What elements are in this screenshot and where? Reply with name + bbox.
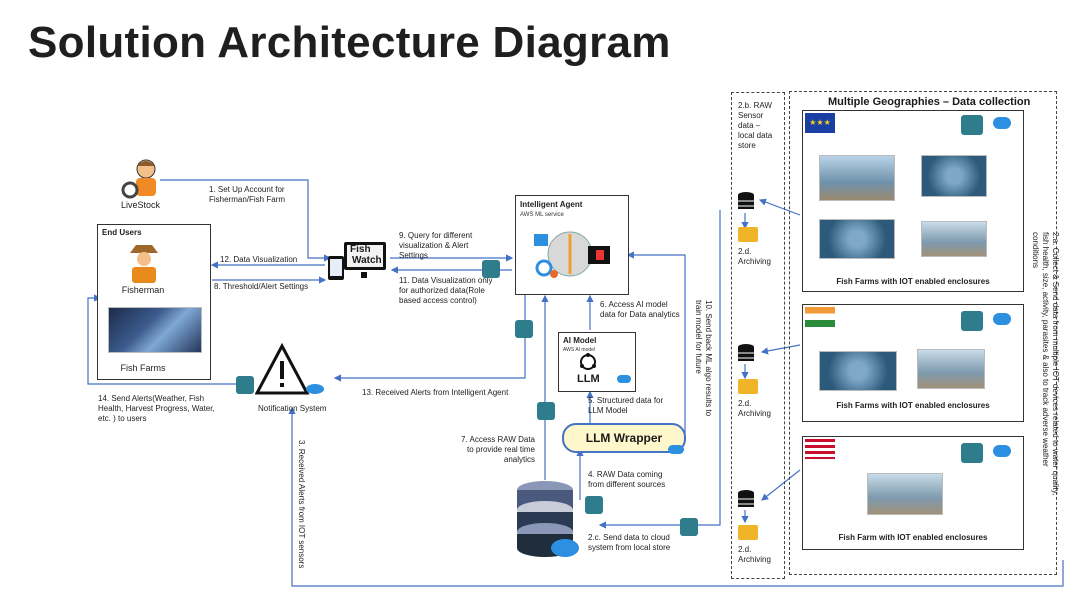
step-11-label: 11. Data Visualization only for authoriz… (399, 276, 493, 305)
usa-flag-icon (805, 439, 835, 459)
rain-cloud-icon (993, 445, 1011, 457)
step-13-label: 13. Received Alerts from Intelligent Age… (362, 388, 509, 397)
fish-farms-photo (108, 307, 202, 353)
llm-label: LLM (577, 373, 600, 385)
llm-cycle-icon (580, 353, 596, 370)
rain-cloud-icon (993, 313, 1011, 325)
step-14-label: 14. Send Alerts(Weather, Fish Health, Ha… (98, 394, 215, 423)
cloud-icon (617, 375, 631, 383)
archiving-label-2: 2.d. Archiving (738, 399, 771, 418)
india-flag-icon (805, 307, 835, 327)
intelligent-agent-box: Intelligent Agent AWS ML service (515, 195, 629, 295)
sensor-gateway-icon (680, 518, 698, 536)
step-2a-label: 2.a. Collect & Send data from multiple I… (1031, 232, 1060, 496)
step-7-label: 7. Access RAW Data to provide real time … (461, 435, 535, 464)
fishwatch-name-line2: Watch (352, 255, 382, 266)
step-8-label: 8. Threshold/Alert Settings (214, 282, 309, 291)
end-users-box: End Users Fisherman Fish Farms (97, 224, 211, 380)
devices-icon (328, 242, 386, 280)
rain-cloud-icon (993, 117, 1011, 129)
ai-brain-icon (534, 231, 610, 278)
geographies-title: Multiple Geographies – Data collection (828, 96, 1031, 108)
region-eu: ★★★ Fish Farms with IOT enabled enclosur… (802, 110, 1024, 292)
geographies-panel: Multiple Geographies – Data collection ★… (789, 91, 1060, 575)
folder-icon (738, 525, 758, 540)
fish-farm-photo (921, 221, 987, 257)
region-usa: Fish Farm with IOT enabled enclosures (802, 436, 1024, 550)
cloud-icon (306, 384, 324, 394)
agent-subtitle: AWS ML service (520, 212, 564, 218)
step-6-label: 6. Access AI model data for Data analyti… (600, 300, 680, 319)
fish-farm-photo (867, 473, 943, 515)
sensor-gateway-icon (585, 496, 603, 514)
region1-caption: Fish Farms with IOT enabled enclosures (836, 277, 990, 286)
farmer-icon (121, 159, 156, 199)
fishwatch-app[interactable]: Fish Watch (326, 242, 388, 286)
llm-wrapper: LLM Wrapper (562, 423, 686, 453)
sensor-device-icon (961, 115, 983, 135)
step-4-label: 4. RAW Data coming from different source… (588, 470, 666, 489)
livestock-avatar (118, 156, 166, 202)
ai-model-box: AI Model AWS AI model LLM (558, 332, 636, 392)
step-5-label: 5. Structured data for LLM Model (588, 396, 664, 415)
notification-label: Notification System (258, 404, 327, 413)
archiving-label-1: 2.d. Archiving (738, 247, 771, 266)
step-10-label: 10. Send back ML algo results to train m… (694, 300, 713, 417)
database-icon (738, 490, 754, 507)
ai-model-subtitle: AWS AI model (563, 347, 596, 353)
notification-system (254, 342, 325, 403)
fish-farm-photo (819, 351, 897, 391)
warning-icon (254, 342, 324, 395)
step-2b-label: 2.b. RAW Sensor data – local data store (738, 101, 773, 150)
database-icon (738, 344, 754, 361)
folder-icon (738, 227, 758, 242)
fishwatch-name-line1: Fish (350, 244, 371, 255)
sensor-gateway-icon (236, 376, 254, 394)
step-9-label: 9. Query for different visualization & A… (399, 231, 473, 260)
sensor-device-icon (961, 311, 983, 331)
cloud-database-icon (517, 481, 579, 557)
database-icon (738, 192, 754, 209)
region-india: Fish Farms with IOT enabled enclosures (802, 304, 1024, 422)
fish-farm-photo (819, 219, 895, 259)
fisherman-icon (130, 245, 158, 283)
region3-caption: Fish Farm with IOT enabled enclosures (838, 533, 988, 542)
cloud-icon (668, 445, 684, 454)
sensor-gateway-icon (537, 402, 555, 420)
folder-icon (738, 379, 758, 394)
step-3-label: 3. Received Alerts from IOT sensors (297, 440, 306, 569)
fisherman-label: Fisherman (121, 285, 165, 295)
fish-farms-label: Fish Farms (120, 363, 166, 373)
local-data-store-column: 2.b. RAW Sensor data – local data store … (731, 92, 785, 579)
step-1-label: 1. Set Up Account for Fisherman/Fish Far… (209, 185, 286, 204)
fish-farm-photo (921, 155, 987, 197)
fish-farm-photo (819, 155, 895, 201)
agent-title: Intelligent Agent (520, 200, 583, 209)
page-title: Solution Architecture Diagram (28, 18, 671, 67)
livestock-label: LiveStock (121, 200, 161, 210)
fish-farm-photo (917, 349, 985, 389)
step-2c-label: 2.c. Send data to cloud system from loca… (588, 533, 671, 552)
eu-flag-icon: ★★★ (805, 113, 835, 133)
archiving-label-3: 2.d. Archiving (738, 545, 771, 564)
sensor-device-icon (961, 443, 983, 463)
ai-model-title: AI Model (563, 336, 597, 345)
region2-caption: Fish Farms with IOT enabled enclosures (836, 401, 990, 410)
step-12-label: 12. Data Visualization (220, 255, 298, 264)
sensor-gateway-icon (482, 260, 500, 278)
end-users-title: End Users (102, 228, 142, 237)
sensor-gateway-icon (515, 320, 533, 338)
